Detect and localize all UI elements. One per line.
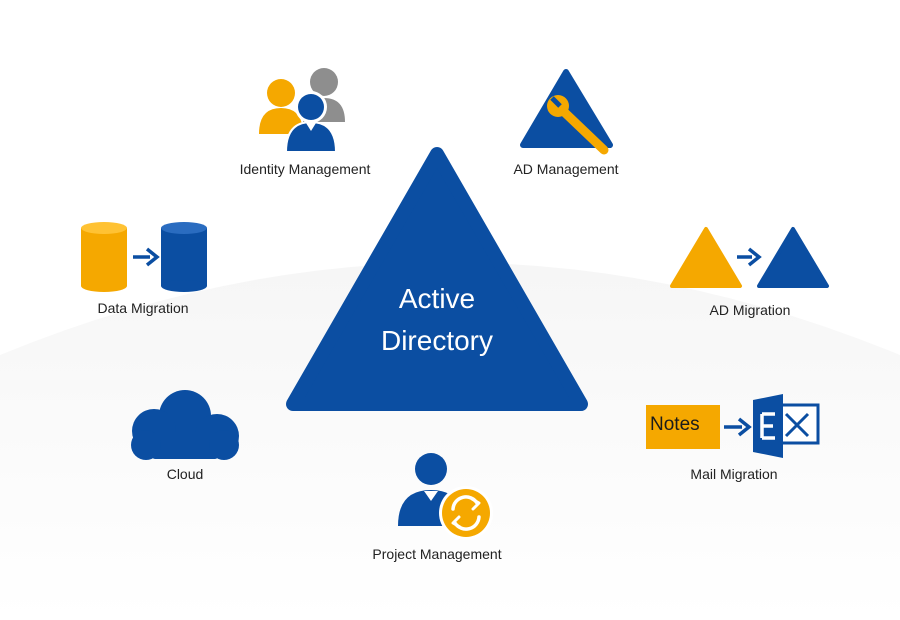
mail-migration-label: Mail Migration	[690, 466, 778, 482]
ad-management-label: AD Management	[513, 161, 619, 177]
project-management-label: Project Management	[372, 546, 502, 562]
center-title-line1: Active	[398, 283, 476, 314]
center-title-line2: Directory	[380, 325, 494, 356]
cloud-label: Cloud	[166, 466, 204, 482]
notes-icon-label: Notes	[650, 414, 700, 435]
data-migration-label: Data Migration	[97, 300, 189, 316]
ad-migration-label: AD Migration	[709, 302, 791, 318]
identity-management-label: Identity Management	[239, 161, 371, 177]
